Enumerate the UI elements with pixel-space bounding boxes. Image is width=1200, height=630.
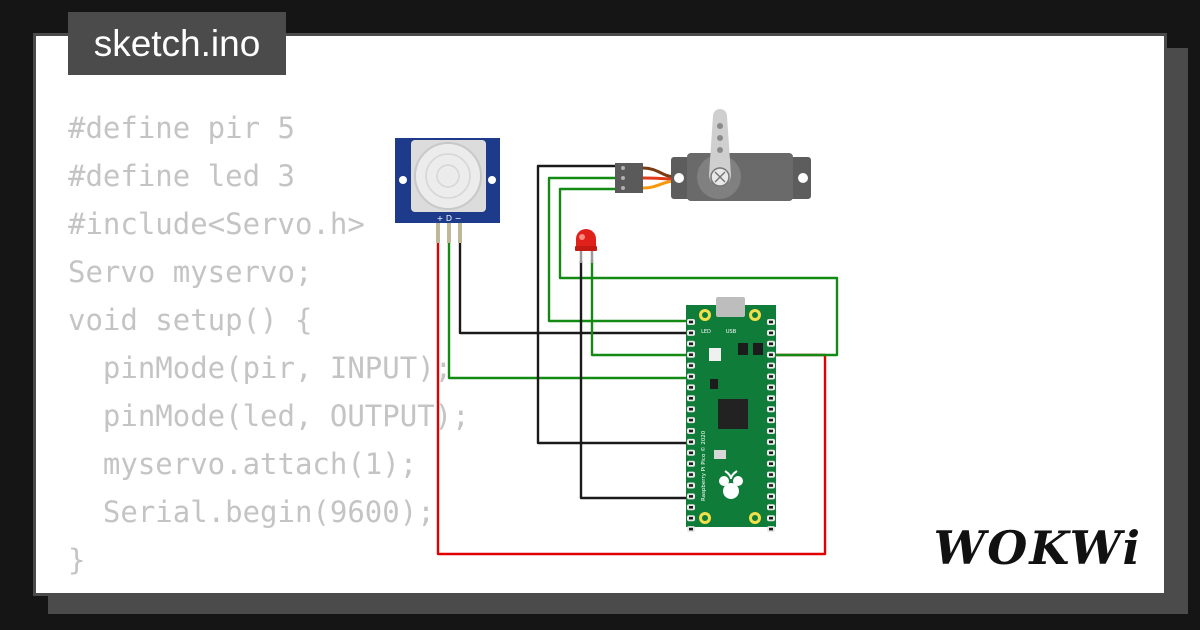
wokwi-logo: WOKWi: [933, 521, 1142, 575]
raspberry-pi-pico[interactable]: LED USB Raspberry Pi Pico © 2020: [686, 297, 776, 533]
wire-servo-power: [558, 187, 839, 357]
code-line: pinMode(pir, INPUT);: [68, 351, 453, 385]
pin-hole: [769, 342, 773, 346]
pico-brand-label: Raspberry Pi Pico © 2020: [700, 430, 707, 501]
pin-hole: [689, 342, 693, 346]
pin-hole: [769, 484, 773, 487]
pin-hole: [689, 407, 693, 411]
pin-hole: [769, 506, 773, 509]
code-line: #include<Servo.h>: [68, 207, 365, 241]
pin-hole: [689, 495, 693, 498]
pin-hole: [769, 375, 773, 378]
code-line: }: [68, 543, 86, 577]
circuit-diagram: + D −: [395, 109, 839, 556]
pin-hole: [769, 473, 773, 476]
pin-hole: [769, 364, 773, 367]
pin-hole: [689, 418, 693, 422]
pin-hole: [769, 397, 773, 400]
pico-pin-headers: [687, 319, 775, 533]
pico-usb-label: USB: [726, 329, 737, 335]
wires: [436, 164, 839, 556]
code-line: pinMode(led, OUTPUT);: [68, 399, 470, 433]
code-line: Serial.begin(9600);: [68, 495, 435, 529]
pin-hole: [769, 320, 773, 324]
wire-led-anode: [590, 261, 689, 357]
pir-pin-labels: + D −: [437, 214, 462, 223]
wire-pir-signal: [447, 223, 689, 380]
pin-hole: [689, 331, 693, 335]
pin-hole: [689, 364, 693, 367]
pin-hole: [689, 320, 693, 324]
pin-hole: [769, 440, 773, 444]
preview-card: #define pir 5 #define led 3 #include<Servo…: [33, 33, 1167, 596]
code-line: void setup() {: [68, 303, 313, 337]
pin-hole: [689, 375, 693, 378]
code-line: #define led 3: [68, 159, 295, 193]
pin-hole: [689, 506, 693, 509]
wire-servo-signal: [547, 176, 689, 323]
servo-motor[interactable]: [615, 109, 811, 201]
pir-sensor[interactable]: + D −: [395, 138, 500, 243]
pin-hole: [769, 495, 773, 498]
pin-hole: [769, 331, 773, 335]
pin-hole: [769, 462, 773, 465]
pin-hole: [689, 440, 693, 444]
pin-hole: [769, 386, 773, 389]
code-line: #define pir 5: [68, 111, 295, 145]
raspberry-logo-icon: [719, 470, 743, 499]
pin-hole: [689, 397, 693, 400]
pin-hole: [689, 462, 693, 465]
pin-hole: [769, 353, 773, 356]
pin-hole: [689, 527, 693, 531]
pin-hole: [689, 386, 693, 389]
code-line: Servo myservo;: [68, 255, 313, 289]
pin-hole: [689, 484, 693, 487]
pin-hole: [689, 429, 693, 433]
pico-led-label: LED: [701, 329, 711, 335]
pin-hole: [769, 429, 773, 433]
pin-hole: [769, 527, 773, 531]
pin-hole: [769, 418, 773, 422]
pin-hole: [689, 353, 693, 356]
pin-hole: [769, 516, 773, 520]
red-led[interactable]: [575, 229, 597, 263]
code-line: myservo.attach(1);: [68, 447, 418, 481]
pin-hole: [689, 473, 693, 476]
wire-pir-gnd: [458, 223, 689, 335]
wire-servo-gnd: [536, 164, 689, 445]
pin-hole: [689, 451, 693, 455]
pin-hole: [769, 451, 773, 455]
wire-led-cathode: [579, 261, 689, 500]
pin-hole: [689, 516, 693, 520]
code-listing: #define pir 5 #define led 3 #include<Servo…: [68, 104, 470, 584]
pin-hole: [769, 407, 773, 411]
file-name-tab[interactable]: sketch.ino: [68, 12, 286, 75]
